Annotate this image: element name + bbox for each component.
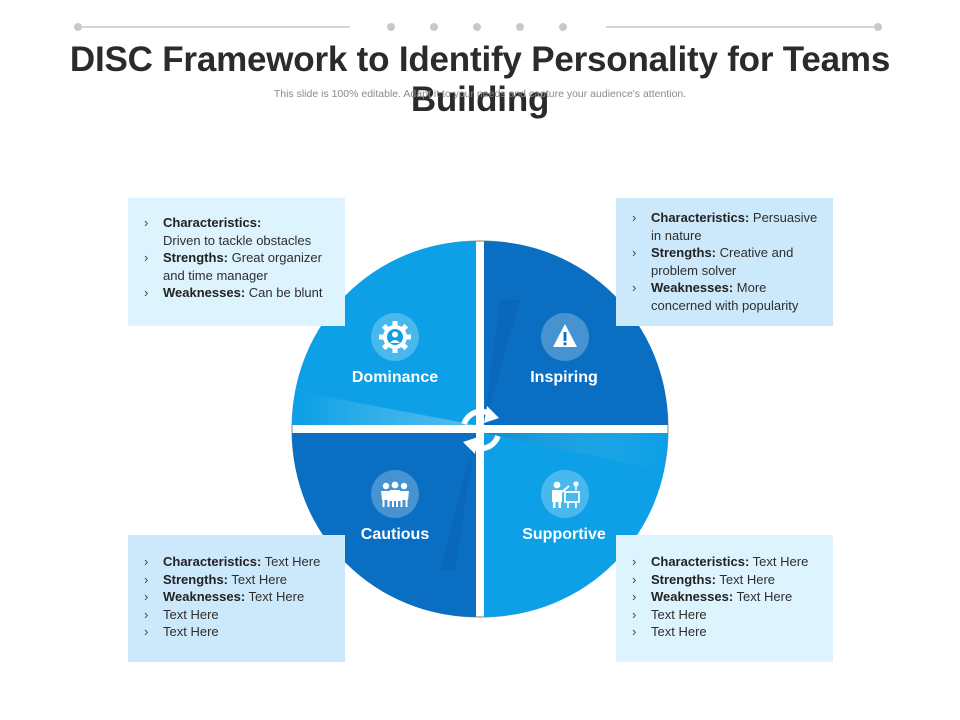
- quadrant-cautious-shape[interactable]: [292, 433, 476, 617]
- group-people-icon: [381, 481, 409, 507]
- header-dot: [874, 23, 882, 31]
- gear-person-icon: [379, 321, 411, 353]
- list-item: Strengths: Text Here: [632, 571, 823, 589]
- info-box-cautious: Characteristics: Text Here Strengths: Te…: [128, 535, 345, 662]
- list-item: Weaknesses: Text Here: [632, 588, 823, 606]
- page-title: DISC Framework to Identify Personality f…: [69, 40, 891, 119]
- refresh-cycle-icon: [461, 406, 501, 454]
- info-box-dominance: Characteristics:Driven to tackle obstacl…: [128, 198, 345, 326]
- quadrant-label-cautious: Cautious: [360, 526, 430, 543]
- info-box-supportive: Characteristics: Text Here Strengths: Te…: [616, 535, 833, 662]
- list-item: Strengths: Text Here: [144, 571, 335, 589]
- warning-triangle-icon: [553, 324, 577, 347]
- quadrant-shade: [300, 392, 476, 425]
- list-item: Characteristics:Driven to tackle obstacl…: [144, 214, 335, 249]
- list-item: Text Here: [144, 623, 335, 641]
- header-dot: [559, 23, 567, 31]
- header-dot: [473, 23, 481, 31]
- header-dot: [430, 23, 438, 31]
- list-item: Strengths: Creative and problem solver: [632, 244, 823, 279]
- list-item: Text Here: [144, 606, 335, 624]
- header-dot: [74, 23, 82, 31]
- list-item: Characteristics: Text Here: [144, 553, 335, 571]
- header-line-right: [606, 26, 878, 28]
- list-item: Weaknesses: More concerned with populari…: [632, 279, 823, 314]
- header-dot: [387, 23, 395, 31]
- list-item: Strengths: Great organizer and time mana…: [144, 249, 335, 284]
- quadrant-shade: [440, 433, 476, 570]
- quadrant-shade: [484, 300, 520, 425]
- list-item: Weaknesses: Text Here: [144, 588, 335, 606]
- quadrant-shade: [484, 433, 660, 470]
- quadrant-label-dominance: Dominance: [351, 369, 439, 386]
- list-item: Weaknesses: Can be blunt: [144, 284, 335, 302]
- list-item: Text Here: [632, 623, 823, 641]
- header-dot: [516, 23, 524, 31]
- quadrant-supportive-shape[interactable]: [484, 433, 668, 617]
- list-item: Text Here: [632, 606, 823, 624]
- page-subtitle: This slide is 100% editable. Adapt it to…: [273, 88, 687, 100]
- quadrant-label-supportive: Supportive: [522, 526, 606, 543]
- list-item: Characteristics: Persuasive in nature: [632, 209, 823, 244]
- quadrant-label-inspiring: Inspiring: [530, 369, 598, 386]
- quadrant-inspiring-shape[interactable]: [484, 241, 668, 425]
- info-box-inspiring: Characteristics: Persuasive in nature St…: [616, 198, 833, 326]
- list-item: Characteristics: Text Here: [632, 553, 823, 571]
- teacher-board-icon: [552, 481, 580, 508]
- header-line-left: [78, 26, 350, 28]
